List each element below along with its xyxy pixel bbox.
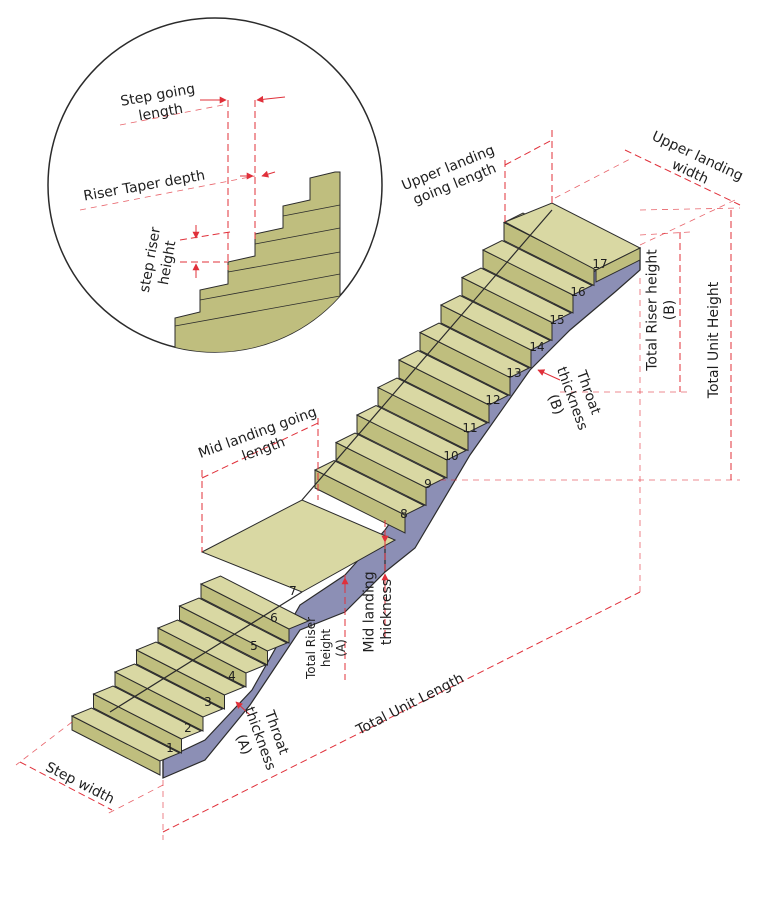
riser-ext-top bbox=[179, 231, 231, 241]
step-number: 13 bbox=[506, 366, 521, 380]
step-tread bbox=[439, 294, 552, 351]
mid-landing bbox=[200, 499, 397, 593]
upper-landing-width-label: Upper landingwidth bbox=[642, 128, 746, 200]
step-tread bbox=[418, 322, 531, 379]
step-tread bbox=[178, 597, 289, 652]
step-number: 16 bbox=[570, 285, 585, 299]
step-tread bbox=[92, 685, 203, 740]
ul-width-ext-1 bbox=[554, 157, 633, 199]
detail-steps bbox=[174, 171, 341, 352]
ul-going-dim bbox=[504, 139, 553, 166]
step-tread bbox=[355, 404, 468, 461]
step-tread bbox=[70, 707, 181, 762]
step-tread bbox=[135, 641, 246, 696]
going-arrow-right bbox=[256, 95, 286, 103]
step-number: 9 bbox=[424, 477, 432, 491]
step-tread bbox=[113, 663, 224, 718]
step-number: 1 bbox=[166, 741, 174, 755]
step-riser-height-label: step riserheight bbox=[137, 226, 182, 297]
step-tread bbox=[313, 459, 426, 516]
mid-landing-going-length-label: Mid landing goinglength bbox=[196, 404, 325, 478]
trh-b-ext-top bbox=[639, 231, 691, 236]
step-tread bbox=[199, 575, 310, 630]
step-number: 15 bbox=[549, 313, 564, 327]
going-leader bbox=[119, 103, 229, 126]
tuh-ext-top bbox=[639, 207, 741, 211]
sw-ext-right bbox=[104, 784, 164, 816]
upper-landing-going-length-label: Upper landinggoing length bbox=[399, 142, 503, 210]
step-number: 10 bbox=[443, 449, 458, 463]
step-number: 2 bbox=[184, 721, 192, 735]
step-tread bbox=[397, 349, 510, 406]
taper-leader bbox=[79, 175, 256, 211]
step-width-label: Step width bbox=[43, 759, 117, 807]
step-number: 4 bbox=[228, 669, 236, 683]
sw-dim bbox=[19, 761, 113, 811]
upper-stringer-line bbox=[301, 209, 553, 501]
step-number: 17 bbox=[592, 257, 607, 271]
ul-width-ext-2 bbox=[639, 199, 736, 246]
throat-thickness-b-label: Throatthickness(B) bbox=[536, 359, 607, 439]
sw-ext-left bbox=[15, 721, 73, 766]
step-number: 8 bbox=[400, 507, 408, 521]
step-number: 5 bbox=[250, 639, 258, 653]
throat-b-arrow bbox=[537, 369, 561, 381]
total-unit-length-label: Total Unit Length bbox=[353, 670, 467, 738]
upper-landing-front bbox=[595, 247, 641, 283]
step-tread bbox=[334, 432, 447, 489]
step-number: 12 bbox=[485, 393, 500, 407]
lower-stringer-line bbox=[109, 591, 303, 713]
throat-a-arrow bbox=[235, 701, 251, 716]
step-number: 7 bbox=[289, 584, 297, 598]
total-unit-height-label: Total Unit Height bbox=[706, 281, 722, 399]
step-number: 14 bbox=[529, 340, 544, 354]
lower-flight bbox=[70, 575, 310, 776]
step-number: 11 bbox=[462, 421, 477, 435]
step-tread bbox=[156, 619, 267, 674]
step-number: 3 bbox=[204, 695, 212, 709]
step-tread bbox=[481, 239, 594, 296]
tul-dim bbox=[162, 591, 641, 833]
total-riser-height-b-label: Total Riser height(B) bbox=[644, 249, 678, 372]
total-riser-height-a-label: Total Riserheight(A) bbox=[304, 617, 348, 680]
step-tread bbox=[460, 267, 573, 324]
step-tread bbox=[376, 377, 489, 434]
step-number: 6 bbox=[270, 611, 278, 625]
taper-arrow-2 bbox=[261, 170, 276, 178]
